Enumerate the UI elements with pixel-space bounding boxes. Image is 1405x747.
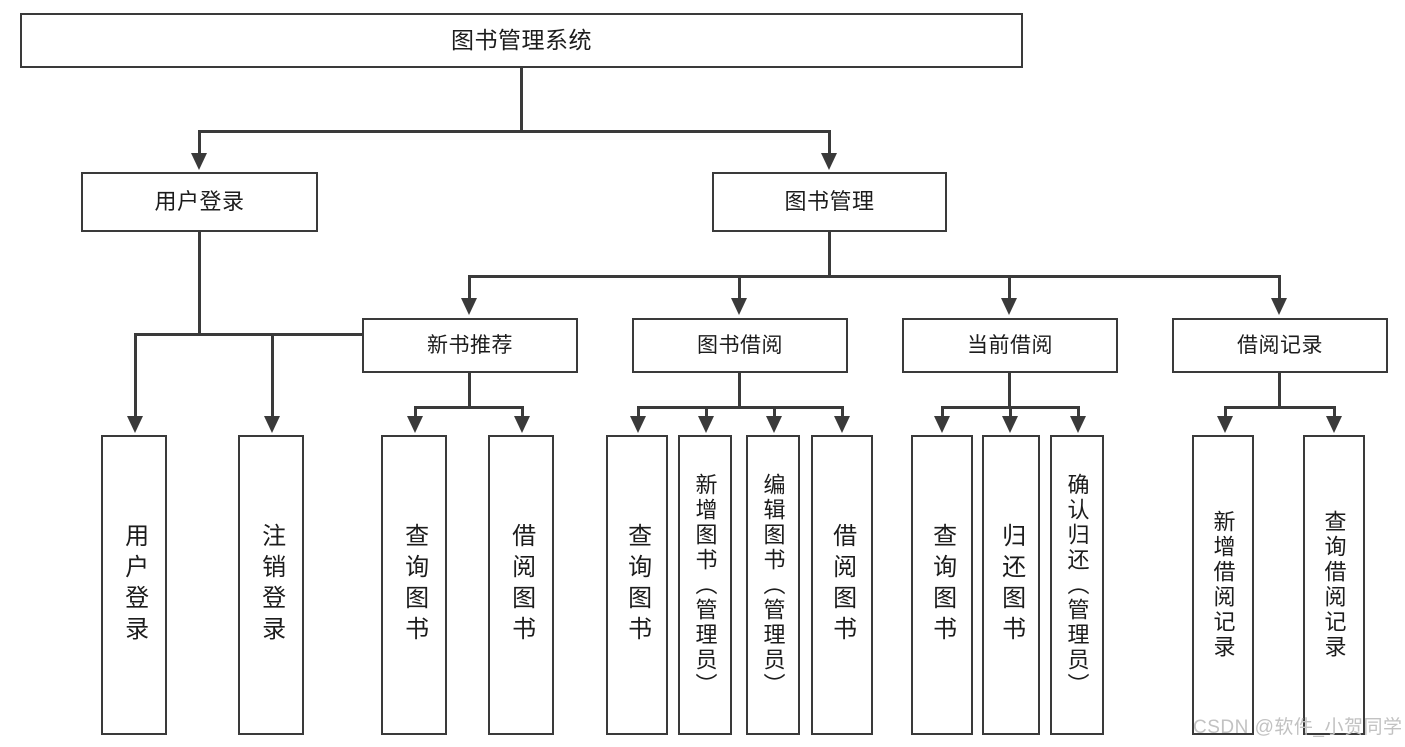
node-label: 借阅记录 [1237, 333, 1323, 357]
connector-level3-bus [468, 275, 1280, 278]
leaf-newbook-borrow[interactable]: 借阅图书 [488, 435, 554, 735]
connector-drop-borrow [738, 275, 741, 300]
connector-record-bus [1224, 406, 1334, 409]
leaf-label: 新增借阅记录 [1210, 510, 1236, 660]
leaf-label: 借阅图书 [828, 523, 856, 647]
connector-drop-login [198, 130, 201, 155]
leaf-query-borrow-record[interactable]: 查询借阅记录 [1303, 435, 1365, 735]
arrowhead-record [1271, 298, 1287, 315]
connector-newbook-bus [414, 406, 522, 409]
leaf-borrow-query[interactable]: 查询图书 [606, 435, 668, 735]
node-book-management[interactable]: 图书管理 [712, 172, 947, 232]
arrowhead-newbook [461, 298, 477, 315]
connector-drop-leaf-9 [1009, 406, 1012, 418]
leaf-add-borrow-record[interactable]: 新增借阅记录 [1192, 435, 1254, 735]
leaf-label: 查询借阅记录 [1321, 510, 1347, 660]
arrowhead-leaf-3 [514, 416, 530, 433]
leaf-label: 用户登录 [120, 523, 148, 647]
arrowhead-leaf-6 [766, 416, 782, 433]
connector-drop-leaf-7 [841, 406, 844, 418]
connector-login-bus [134, 333, 406, 336]
node-label: 用户登录 [154, 188, 245, 214]
arrowhead-leaf-10 [1070, 416, 1086, 433]
node-label: 图书借阅 [697, 333, 783, 357]
connector-newbook-stem [468, 373, 471, 408]
arrowhead-leaf-8 [934, 416, 950, 433]
connector-login-stem [198, 232, 201, 335]
connector-drop-current [1008, 275, 1011, 300]
arrowhead-current [1001, 298, 1017, 315]
connector-drop-newbook [468, 275, 471, 300]
node-current-borrow[interactable]: 当前借阅 [902, 318, 1118, 373]
leaf-label: 查询图书 [400, 523, 428, 647]
node-new-book-recommend[interactable]: 新书推荐 [362, 318, 578, 373]
leaf-newbook-query[interactable]: 查询图书 [381, 435, 447, 735]
connector-drop-record [1278, 275, 1281, 300]
leaf-borrow-book[interactable]: 借阅图书 [811, 435, 873, 735]
leaf-label: 借阅图书 [507, 523, 535, 647]
connector-record-stem [1278, 373, 1281, 408]
connector-drop-leaf-1 [271, 333, 274, 418]
leaf-current-query[interactable]: 查询图书 [911, 435, 973, 735]
node-label: 图书管理 [784, 188, 875, 214]
connector-drop-leaf-3 [521, 406, 524, 418]
connector-bookmgr-stem [828, 232, 831, 277]
arrowhead-leaf-11 [1217, 416, 1233, 433]
leaf-logout[interactable]: 注销登录 [238, 435, 304, 735]
connector-drop-leaf-8 [941, 406, 944, 418]
connector-drop-leaf-2 [414, 406, 417, 418]
node-label: 当前借阅 [967, 333, 1053, 357]
connector-current-stem [1008, 373, 1011, 408]
connector-drop-leaf-6 [773, 406, 776, 418]
arrowhead-login [191, 153, 207, 170]
leaf-user-login[interactable]: 用户登录 [101, 435, 167, 735]
leaf-edit-book-admin[interactable]: 编辑图书（管理员） [746, 435, 800, 735]
connector-borrow-stem [738, 373, 741, 408]
connector-drop-leaf-5 [705, 406, 708, 418]
node-book-borrow[interactable]: 图书借阅 [632, 318, 848, 373]
csdn-watermark: CSDN @软件_小贺同学 [1193, 717, 1403, 738]
node-root-system[interactable]: 图书管理系统 [20, 13, 1023, 68]
leaf-label: 查询图书 [928, 523, 956, 647]
arrowhead-leaf-0 [127, 416, 143, 433]
leaf-confirm-return-admin[interactable]: 确认归还（管理员） [1050, 435, 1104, 735]
connector-drop-leaf-0 [134, 333, 137, 418]
leaf-return-book[interactable]: 归还图书 [982, 435, 1040, 735]
node-user-login[interactable]: 用户登录 [81, 172, 318, 232]
leaf-label: 查询图书 [623, 523, 651, 647]
node-label: 新书推荐 [427, 333, 513, 357]
arrowhead-leaf-12 [1326, 416, 1342, 433]
connector-drop-bookmgr [828, 130, 831, 155]
arrowhead-leaf-4 [630, 416, 646, 433]
connector-root-stem [520, 68, 523, 131]
leaf-label: 归还图书 [997, 523, 1025, 647]
arrowhead-leaf-1 [264, 416, 280, 433]
connector-borrow-bus [637, 406, 843, 409]
connector-drop-leaf-4 [637, 406, 640, 418]
node-label: 图书管理系统 [451, 27, 592, 54]
leaf-label: 确认归还（管理员） [1064, 472, 1090, 698]
node-borrow-record[interactable]: 借阅记录 [1172, 318, 1388, 373]
leaf-label: 注销登录 [257, 523, 285, 647]
arrowhead-bookmgr [821, 153, 837, 170]
arrowhead-leaf-9 [1002, 416, 1018, 433]
arrowhead-leaf-5 [698, 416, 714, 433]
connector-drop-leaf-11 [1224, 406, 1227, 418]
leaf-add-book-admin[interactable]: 新增图书（管理员） [678, 435, 732, 735]
connector-level2-bus [198, 130, 830, 133]
connector-drop-leaf-10 [1077, 406, 1080, 418]
leaf-label: 新增图书（管理员） [692, 472, 718, 698]
arrowhead-leaf-7 [834, 416, 850, 433]
arrowhead-leaf-2 [407, 416, 423, 433]
arrowhead-borrow [731, 298, 747, 315]
connector-drop-leaf-12 [1333, 406, 1336, 418]
leaf-label: 编辑图书（管理员） [760, 472, 786, 698]
